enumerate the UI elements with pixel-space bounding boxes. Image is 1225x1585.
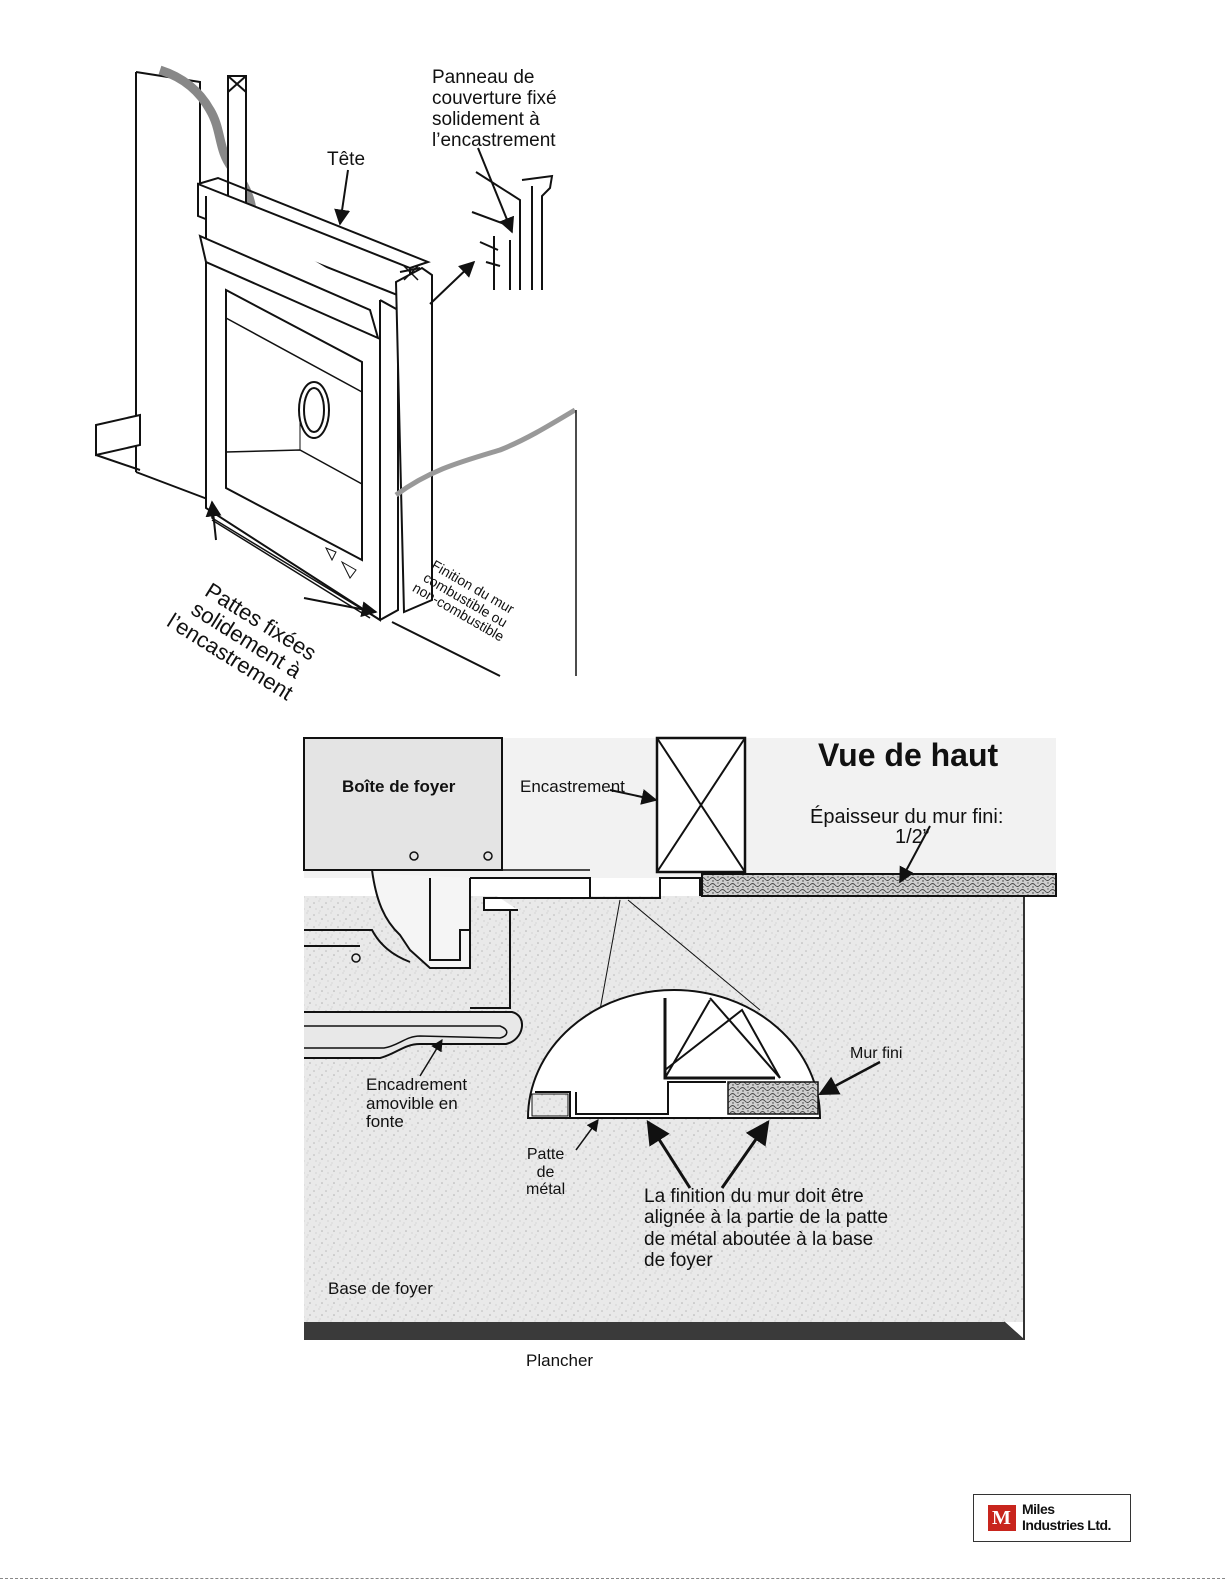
cover-panel-label-line: solidement à — [432, 108, 540, 130]
wall-thickness-label: Épaisseur du mur fini: — [810, 806, 1004, 828]
alignment-note-line: de métal aboutée à la base — [644, 1228, 874, 1250]
alignment-note-line: La finition du mur doit être — [644, 1186, 864, 1207]
cover-panel-label-line: l’encastrement — [432, 129, 556, 151]
plan-view-title: Vue de haut — [818, 737, 999, 773]
fireplace-perspective-drawing — [95, 65, 577, 677]
cast-frame-label-line: amovible en — [366, 1093, 458, 1113]
metal-tab-label: Patte de métal — [526, 1146, 565, 1199]
logo-text: Miles Industries Ltd. — [1022, 1501, 1111, 1533]
metal-tab-label-line: de — [536, 1163, 555, 1181]
floor-label: Plancher — [526, 1351, 594, 1370]
cast-frame-label: Encadrement amovible en fonte — [366, 1075, 468, 1132]
logo-line-1: Miles — [1022, 1501, 1055, 1517]
plan-view-drawing — [303, 736, 1057, 1402]
cast-frame-label-line: fonte — [366, 1112, 404, 1132]
cover-panel-label: Panneau de couverture fixé solidement à … — [432, 67, 557, 152]
cover-panel-label-line: Panneau de — [432, 67, 535, 88]
framing-label: Encastrement — [520, 777, 625, 796]
logo-mark-letter: M — [992, 1507, 1011, 1529]
wall-thickness-value: 1/2” — [895, 826, 930, 848]
page-bottom-divider — [0, 1578, 1225, 1579]
firebox-label: Boîte de foyer — [342, 777, 456, 796]
logo-line-2: Industries Ltd. — [1022, 1517, 1111, 1534]
company-logo: M Miles Industries Ltd. — [973, 1494, 1131, 1542]
alignment-note-line: alignée à la partie de la patte — [644, 1207, 889, 1229]
cover-panel-label-line: couverture fixé — [432, 87, 557, 109]
hearth-label: Base de foyer — [328, 1279, 433, 1298]
finished-wall-label: Mur fini — [850, 1045, 903, 1062]
header-label: Tête — [327, 149, 366, 170]
alignment-note: La finition du mur doit être alignée à l… — [644, 1186, 888, 1271]
logo-mark-icon: M — [988, 1505, 1016, 1531]
metal-tab-label-line: Patte — [526, 1146, 565, 1163]
alignment-note-line: de foyer — [644, 1249, 713, 1271]
cast-frame-label-line: Encadrement — [366, 1075, 468, 1094]
metal-tab-label-line: métal — [526, 1181, 566, 1199]
